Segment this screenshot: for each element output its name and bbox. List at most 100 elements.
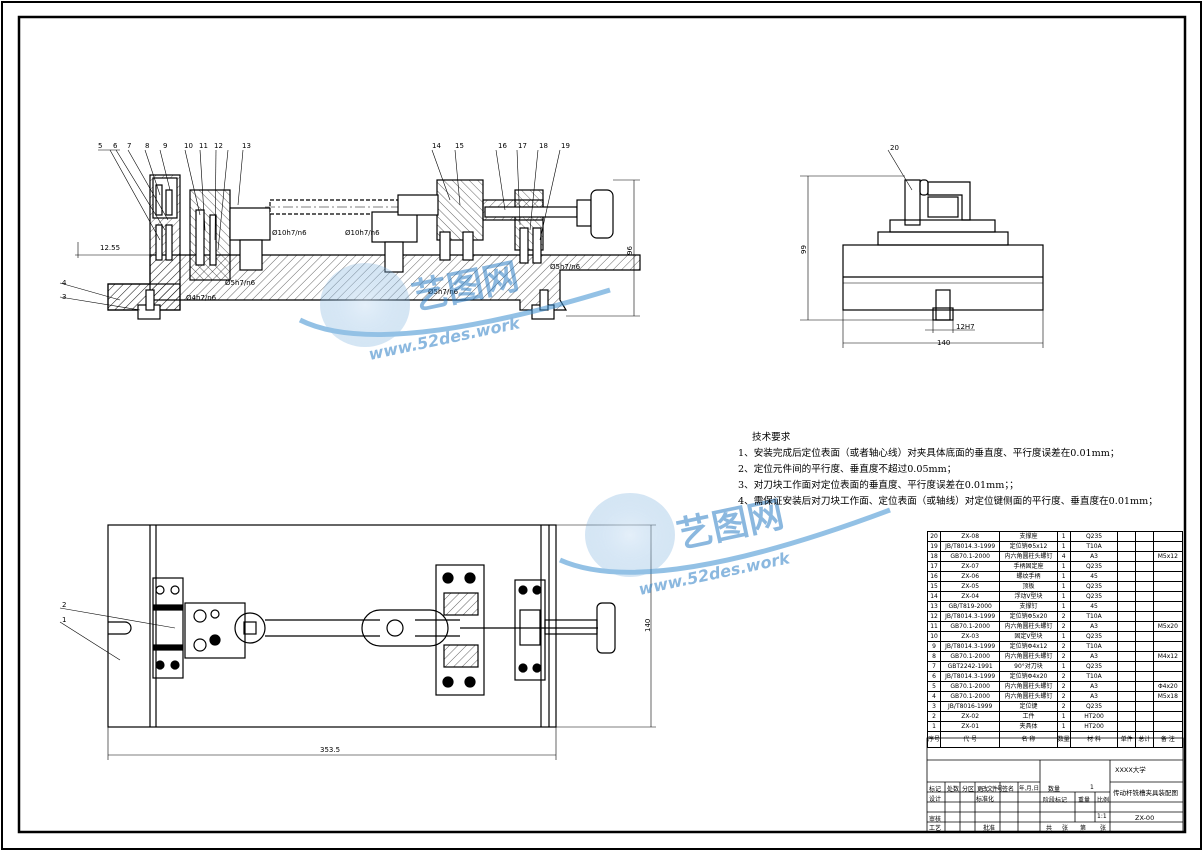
bom-cell-no: 20 <box>926 531 942 542</box>
bom-cell-note: M4x12 <box>1152 651 1184 662</box>
tb-mark: 标记 <box>929 786 942 793</box>
bom-cell-note <box>1152 571 1184 582</box>
bom-cell-note <box>1152 671 1184 682</box>
balloon-7: 7 <box>127 142 131 150</box>
bom-cell-name: 定位键 <box>999 701 1058 712</box>
bom-cell-mat: Q235 <box>1069 561 1119 572</box>
bom-cell-t <box>1135 551 1154 562</box>
balloon-16: 16 <box>498 142 507 150</box>
bom-cell-u <box>1117 691 1137 702</box>
bom-cell-qty: 1 <box>1056 601 1071 612</box>
bom-cell-no: 6 <box>926 671 942 682</box>
bom-header-qty: 数量 <box>1056 731 1071 748</box>
bom-cell-no: 9 <box>926 641 942 652</box>
bom-header-row: 序号 代 号 名 称 数量 材 料 单件 总计 备 注 <box>926 731 1184 748</box>
bom-cell-no: 13 <box>926 601 942 612</box>
bom-cell-t <box>1135 581 1154 592</box>
bom-cell-t <box>1135 691 1154 702</box>
bom-header-unit: 单件 <box>1117 731 1137 748</box>
bom-cell-no: 18 <box>926 551 942 562</box>
bom-cell-t <box>1135 641 1154 652</box>
dim-12-55: 12.55 <box>100 244 120 252</box>
bom-header-code: 代 号 <box>940 731 1001 748</box>
bom-cell-code: JB/T8014.3-1999 <box>940 611 1001 622</box>
stage-label: 阶段标记 <box>1043 797 1068 804</box>
dim-140-side: 140 <box>937 339 950 347</box>
front-dims: 12.55 96 Ø10h7/n6 Ø10h7/n6 Ø5h7/n6 Ø5h7/… <box>100 229 634 302</box>
bom-cell-no: 8 <box>926 651 942 662</box>
bom-cell-mat: T10A <box>1069 641 1119 652</box>
bom-cell-no: 10 <box>926 631 942 642</box>
bom-cell-code: JB/T8014.3-1999 <box>940 541 1001 552</box>
bom-cell-u <box>1117 591 1137 602</box>
school-name: XXXX大学 <box>1115 766 1146 774</box>
weight-label: 重量 <box>1078 797 1091 804</box>
bom-cell-name: 定位销Φ5x20 <box>999 611 1058 622</box>
bom-cell-note <box>1152 701 1184 712</box>
bom-cell-mat: Q235 <box>1069 581 1119 592</box>
balloon-6: 6 <box>113 142 118 150</box>
bom-cell-u <box>1117 571 1137 582</box>
front-leaders <box>59 149 561 311</box>
bom-cell-name: 内六角圆柱头螺钉 <box>999 651 1058 662</box>
bom-cell-u <box>1117 711 1137 722</box>
bom-cell-no: 11 <box>926 621 942 632</box>
balloon-8: 8 <box>145 142 149 150</box>
bom-cell-note <box>1152 601 1184 612</box>
bom-cell-mat: T10A <box>1069 611 1119 622</box>
bom-cell-mat: A3 <box>1069 691 1119 702</box>
bom-cell-name: 夹具体 <box>999 721 1058 732</box>
bom-cell-qty: 2 <box>1056 641 1071 652</box>
side-view <box>800 149 1044 348</box>
bom-cell-name: 手柄固定座 <box>999 561 1058 572</box>
bom-cell-mat: HT200 <box>1069 711 1119 722</box>
bom-cell-name: 浮动V型块 <box>999 591 1058 602</box>
bom-cell-code: GB70.1-2000 <box>940 621 1001 632</box>
bom-cell-u <box>1117 651 1137 662</box>
side-labels: 20 99 140 12H7 <box>800 144 975 347</box>
tb-process: 工艺 <box>929 825 942 832</box>
fit-5h7-c: Ø5h7/n6 <box>550 263 581 271</box>
tb-sheet-label2: 张 <box>1100 825 1107 832</box>
scale-label: 比例 <box>1097 797 1110 804</box>
tb-sheet-total: 共 <box>1046 825 1053 832</box>
top-labels: 2 1 353.5 140 <box>62 601 652 754</box>
bom-cell-qty: 1 <box>1056 531 1071 542</box>
tb-sign: 签名 <box>1002 786 1015 793</box>
bom-cell-name: 内六角圆柱头螺钉 <box>999 621 1058 632</box>
tb-design: 设计 <box>929 796 942 803</box>
top-view <box>59 524 656 760</box>
bom-cell-t <box>1135 721 1154 732</box>
bom-cell-t <box>1135 541 1154 552</box>
bom-cell-qty: 1 <box>1056 581 1071 592</box>
bom-cell-mat: A3 <box>1069 621 1119 632</box>
bom-cell-t <box>1135 711 1154 722</box>
bom-header-name: 名 称 <box>999 731 1058 748</box>
bom-cell-u <box>1117 681 1137 692</box>
balloon-17: 17 <box>518 142 527 150</box>
tb-change-no: 更改文件号 <box>977 786 1003 793</box>
balloon-11: 11 <box>199 142 208 150</box>
bom-cell-mat: 45 <box>1069 601 1119 612</box>
bom-cell-qty: 1 <box>1056 711 1071 722</box>
tb-approve: 批准 <box>983 825 996 832</box>
bom-cell-u <box>1117 621 1137 632</box>
bom-cell-code: ZX-08 <box>940 531 1001 542</box>
bom-cell-code: JB/T8016-1999 <box>940 701 1001 712</box>
bom-cell-no: 12 <box>926 611 942 622</box>
bom-cell-u <box>1117 721 1137 732</box>
bom-cell-name: 定位销Φ4x12 <box>999 641 1058 652</box>
bom-cell-mat: T10A <box>1069 541 1119 552</box>
bom-header-seq: 序号 <box>926 731 942 748</box>
balloon-18: 18 <box>539 142 548 150</box>
requirement-1: 1、安装完成后定位表面（或者轴心线）对夹具体底面的垂直度、平行度误差在0.01m… <box>738 448 1120 459</box>
